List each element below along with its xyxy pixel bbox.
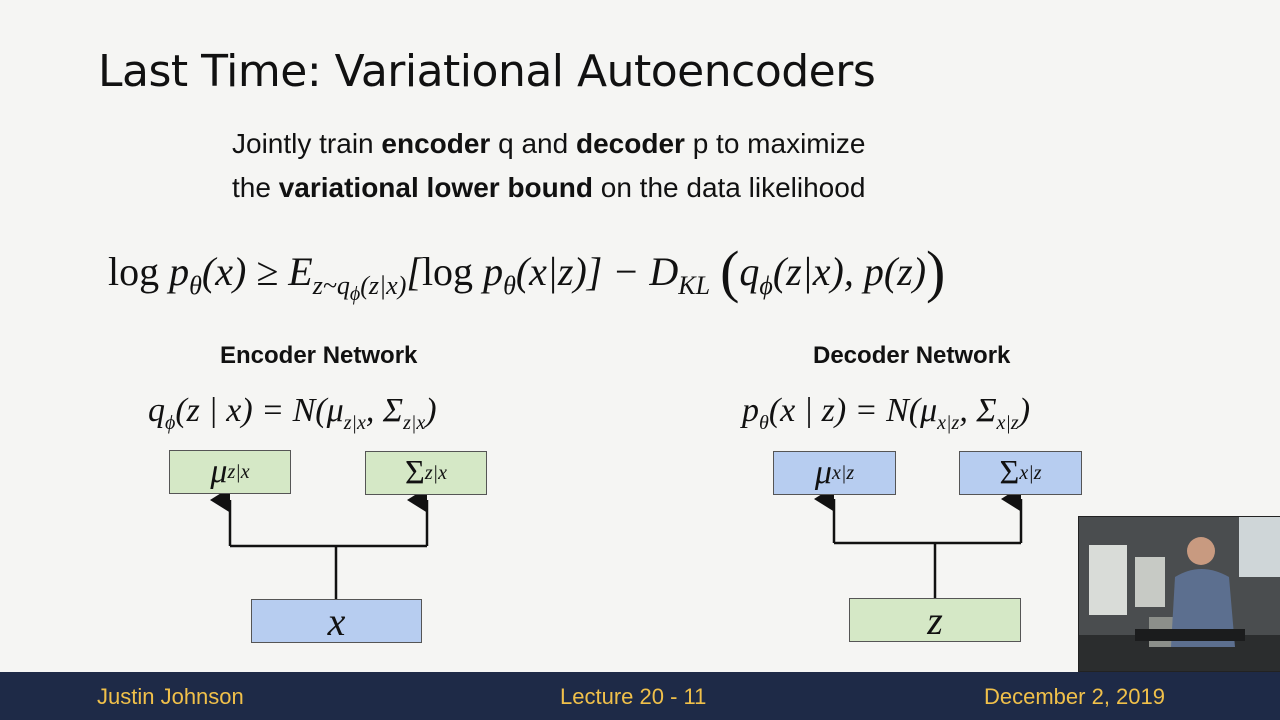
encoder-input-box: x xyxy=(251,598,422,644)
decoder-network-title: Decoder Network xyxy=(813,342,1011,369)
intro-text: p to maximize xyxy=(684,128,866,159)
intro-text: on the data likelihood xyxy=(592,172,866,203)
speaker-video-thumbnail xyxy=(1078,516,1280,672)
slide-title: Last Time: Variational Autoencoders xyxy=(98,46,876,97)
intro-bold-decoder: decoder xyxy=(575,128,685,159)
encoder-formula: qϕ(z | x) = N(μz|x, Σz|x) xyxy=(148,392,437,434)
slide-footer: Justin Johnson Lecture 20 - 11 December … xyxy=(0,672,1280,720)
elbo-equation: log pθ(x) ≥ Ez~qϕ(z|x)[log pθ(x|z)] − DK… xyxy=(108,239,946,306)
footer-date: December 2, 2019 xyxy=(984,684,1165,709)
speaker-video-image xyxy=(1079,517,1280,671)
intro-line-1: Jointly train encoder q and decoder p to… xyxy=(232,122,1052,166)
intro-bold-encoder: encoder xyxy=(381,128,491,159)
decoder-input-box: z xyxy=(849,597,1021,643)
decoder-formula: pθ(x | z) = N(μx|z, Σx|z) xyxy=(742,392,1031,434)
x-symbol: x xyxy=(327,598,346,644)
intro-text: Jointly train xyxy=(232,128,382,159)
intro-bold-bound: variational lower bound xyxy=(278,172,593,203)
encoder-network-title: Encoder Network xyxy=(220,342,418,369)
mu-symbol: μ xyxy=(814,454,832,491)
footer-lecture: Lecture 20 - 11 xyxy=(560,684,707,709)
intro-line-2: the variational lower bound on the data … xyxy=(232,166,1052,210)
intro-text: q and xyxy=(490,128,576,159)
intro-text: the xyxy=(232,172,279,203)
footer-author: Justin Johnson xyxy=(97,684,244,709)
mu-symbol: μ xyxy=(210,453,228,490)
sigma-symbol: Σ xyxy=(405,454,425,491)
sigma-symbol: Σ xyxy=(999,454,1020,491)
z-symbol: z xyxy=(927,597,943,643)
